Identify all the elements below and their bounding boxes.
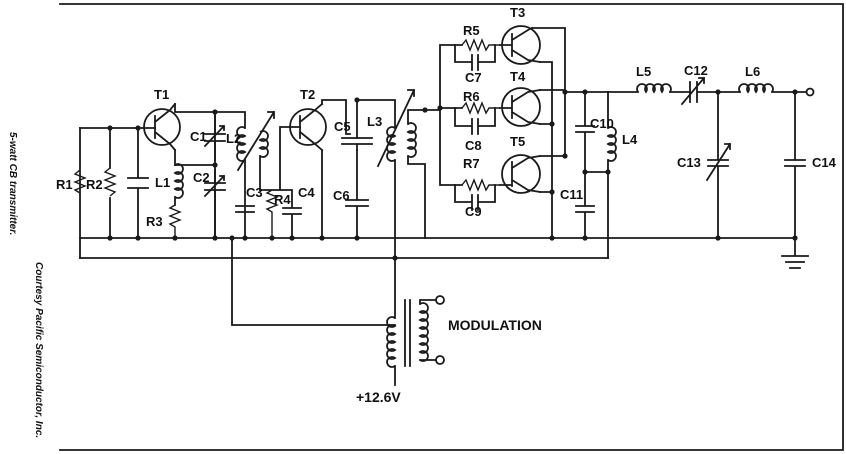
t5-electrodes — [499, 154, 542, 194]
label-c1: C1 — [190, 129, 207, 144]
l3-tuning-arrow — [376, 88, 416, 168]
transistor-t1 — [143, 108, 181, 146]
modulation-input-terminal-top — [435, 295, 445, 305]
capacitor-c1 — [204, 111, 226, 161]
modulation-transformer-primary — [386, 316, 397, 368]
inductor-l4 — [606, 126, 617, 162]
c12-trim-arrow — [680, 76, 706, 106]
capacitor-c10 — [575, 91, 595, 173]
label-c2: C2 — [193, 170, 210, 185]
l2-tuning-arrow — [236, 110, 276, 172]
resistor-r7 — [461, 178, 500, 192]
junction-dots — [107, 89, 798, 261]
t2-wiring — [279, 126, 323, 239]
label-l5: L5 — [636, 64, 651, 79]
driver-bus — [424, 44, 463, 186]
resistor-r6 — [461, 101, 500, 115]
label-c13: C13 — [677, 155, 701, 170]
modulation-label: MODULATION — [448, 317, 542, 333]
supply-voltage-label: +12.6V — [356, 389, 401, 405]
transistor-t4 — [501, 87, 541, 127]
inductor-l1 — [173, 163, 184, 199]
ground-symbol — [781, 237, 809, 269]
resistor-r3 — [168, 204, 182, 238]
modulation-return-wire — [231, 237, 396, 326]
secondary-wiring — [407, 109, 426, 239]
label-c9: C9 — [465, 204, 482, 219]
label-r3: R3 — [146, 214, 163, 229]
t4-electrodes — [499, 88, 542, 126]
base-bypass-capacitor — [127, 127, 149, 239]
label-t5: T5 — [510, 134, 525, 149]
label-c12: C12 — [684, 63, 708, 78]
l3-top-wire — [356, 99, 396, 129]
collector-bus — [531, 27, 566, 157]
inductor-l2 — [236, 126, 247, 162]
transformer-core — [404, 299, 411, 367]
label-l3: L3 — [367, 114, 382, 129]
inductor-l5 — [636, 83, 672, 94]
label-c5: C5 — [334, 119, 351, 134]
label-r5: R5 — [463, 23, 480, 38]
antenna-terminal — [805, 87, 815, 97]
label-l6: L6 — [745, 64, 760, 79]
label-t2: T2 — [300, 87, 315, 102]
c1-trim-arrow — [203, 124, 226, 148]
label-c14: C14 — [812, 155, 837, 170]
secondary-leads — [419, 299, 437, 361]
capacitor-c9 — [454, 184, 496, 211]
label-r1: R1 — [56, 177, 73, 192]
capacitor-c8 — [454, 107, 496, 135]
label-r2: R2 — [86, 177, 103, 192]
label-c11: C11 — [560, 187, 583, 202]
resistor-r1 — [73, 169, 87, 194]
c2-trim-arrow — [203, 174, 226, 198]
label-t1: T1 — [154, 87, 169, 102]
label-c7: C7 — [465, 70, 482, 85]
label-r6: R6 — [463, 89, 480, 104]
inductor-l2-secondary — [258, 130, 269, 158]
capacitor-c7 — [454, 44, 496, 71]
label-c3: C3 — [246, 185, 263, 200]
t2-electrodes — [298, 102, 324, 152]
emitter-bus — [539, 61, 553, 239]
capacitor-c11 — [575, 171, 609, 239]
resistor-r4 — [265, 189, 279, 238]
capacitor-c3 — [235, 205, 255, 213]
l2-top-wire — [214, 111, 246, 129]
label-c10: C10 — [590, 116, 614, 131]
label-t4: T4 — [510, 69, 526, 84]
modulation-transformer-secondary — [418, 302, 429, 362]
c13-trim-arrow — [705, 142, 732, 182]
label-c8: C8 — [465, 138, 482, 153]
resistor-r5 — [461, 38, 500, 52]
t1-electrodes — [153, 102, 177, 152]
inductor-l3-secondary — [406, 122, 417, 158]
label-c4: C4 — [298, 185, 315, 200]
capacitor-c6 — [345, 149, 369, 239]
capacitor-c2 — [204, 169, 226, 239]
transistor-t5 — [501, 154, 541, 194]
t2-collector-wire — [321, 99, 347, 129]
label-c6: C6 — [333, 188, 350, 203]
label-r7: R7 — [463, 156, 480, 171]
label-l4: L4 — [622, 132, 638, 147]
modulation-input-terminal-bottom — [435, 355, 445, 365]
label-t3: T3 — [510, 5, 525, 20]
inductor-l3 — [386, 126, 397, 162]
label-r4: R4 — [274, 192, 291, 207]
capacitor-c4 — [259, 189, 302, 239]
frame-border — [59, 3, 844, 451]
capacitor-c13 — [707, 91, 729, 239]
label-l2: L2 — [226, 131, 241, 146]
resistor-r2 — [103, 167, 117, 197]
inductor-l6 — [738, 83, 774, 94]
label-l1: L1 — [155, 175, 170, 190]
capacitor-c14 — [784, 91, 806, 239]
t3-electrodes — [499, 26, 542, 64]
